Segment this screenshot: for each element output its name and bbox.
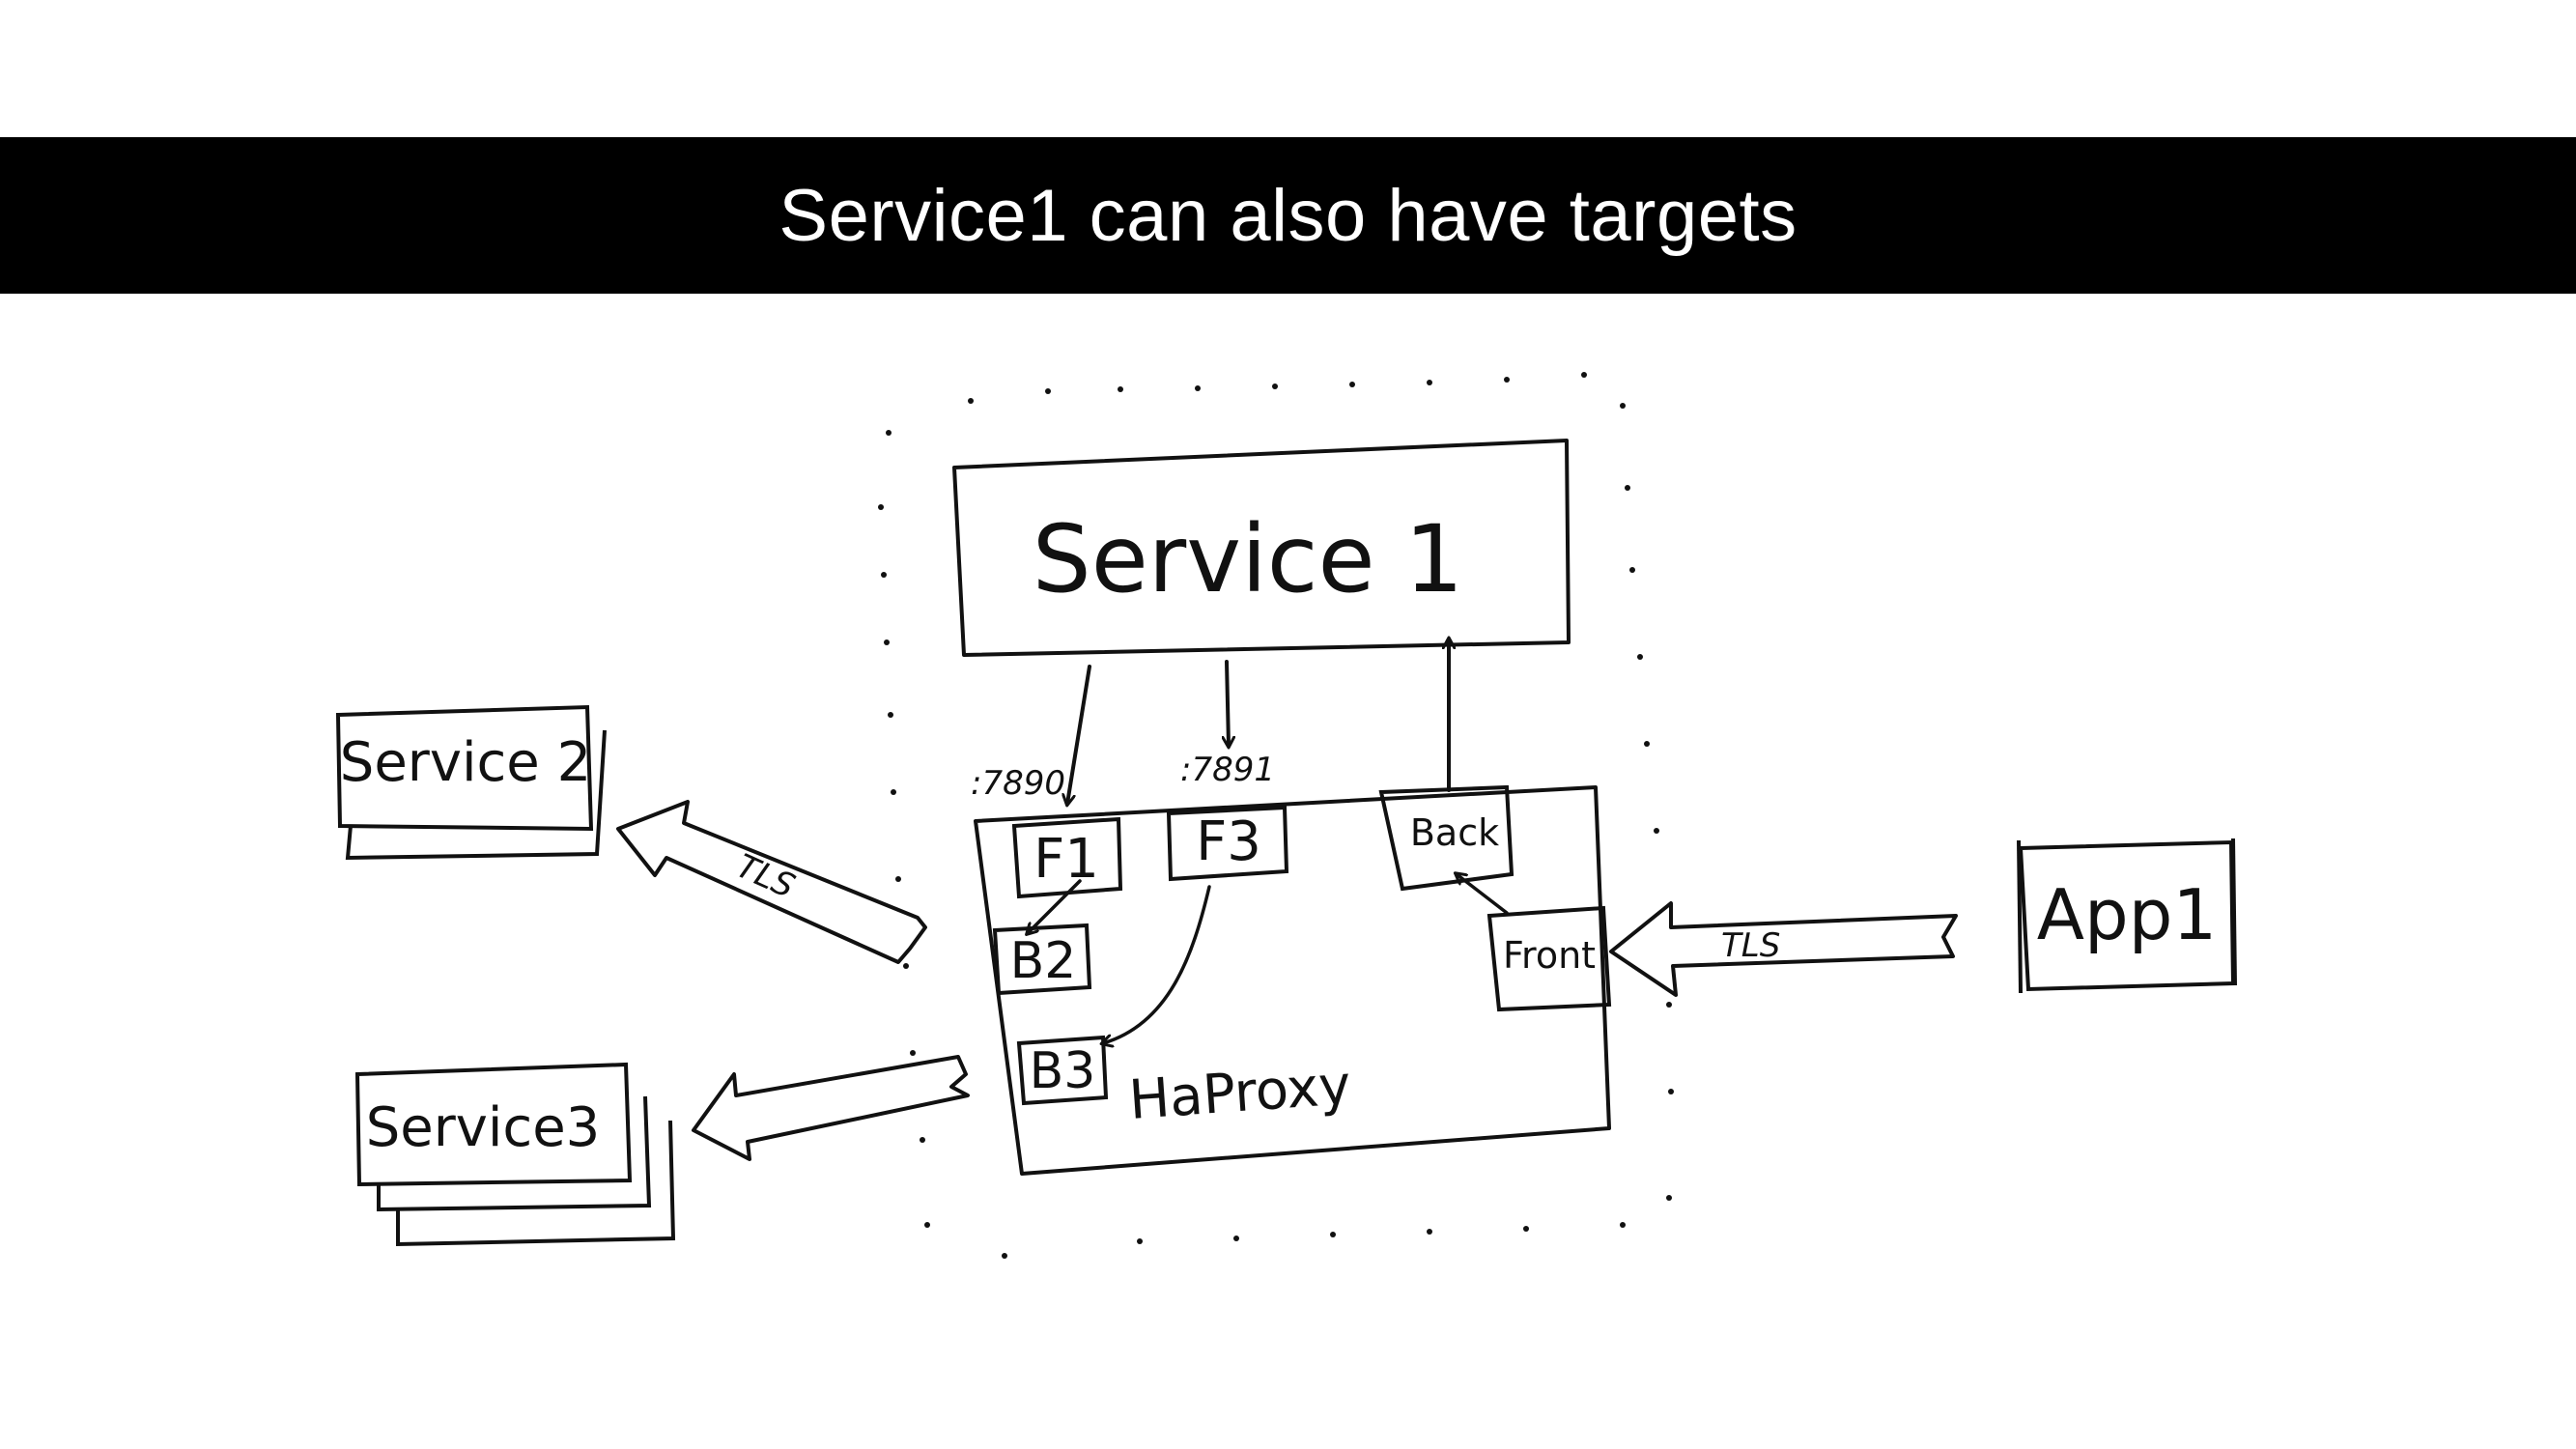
b2-backend: B2 bbox=[992, 923, 1092, 996]
port-7890-label: :7890 bbox=[971, 764, 1065, 803]
tls-right-label: TLS bbox=[1721, 926, 1780, 965]
app1-box: App1 bbox=[2017, 838, 2237, 994]
tls-arrow-to-service2: TLS bbox=[616, 800, 927, 964]
port-7891-label: :7891 bbox=[1180, 751, 1275, 789]
arrow-front-to-back bbox=[1457, 874, 1509, 915]
front-label: Front bbox=[1503, 934, 1596, 977]
service1-label: Service 1 bbox=[1033, 505, 1463, 613]
b2-label: B2 bbox=[1010, 932, 1077, 990]
front-frontend: Front bbox=[1486, 905, 1612, 1012]
arrow-f1-to-b2 bbox=[1028, 879, 1082, 933]
haproxy-box: HaProxy bbox=[974, 785, 1611, 1176]
service2-box: Service 2 bbox=[335, 704, 607, 861]
back-label: Back bbox=[1410, 811, 1499, 854]
f1-frontend: F1 bbox=[1011, 816, 1123, 899]
tls-arrow-from-app1: TLS bbox=[1609, 901, 1958, 997]
f1-label: F1 bbox=[1033, 828, 1099, 891]
f3-label: F3 bbox=[1196, 810, 1261, 873]
b3-label: B3 bbox=[1030, 1042, 1096, 1100]
f3-frontend: F3 bbox=[1166, 805, 1289, 882]
app1-label: App1 bbox=[2037, 874, 2217, 955]
title-bar: Service1 can also have targets bbox=[0, 137, 2576, 294]
arrow-to-service3 bbox=[692, 1055, 970, 1161]
service3-label: Service3 bbox=[366, 1096, 601, 1159]
b3-backend: B3 bbox=[1016, 1035, 1109, 1106]
service1-box: Service 1 bbox=[952, 439, 1571, 657]
service3-box: Service3 bbox=[354, 1062, 676, 1247]
slide-title: Service1 can also have targets bbox=[778, 174, 1798, 257]
haproxy-label: HaProxy bbox=[1127, 1054, 1353, 1132]
arrow-f3-to-b3 bbox=[1103, 885, 1211, 1043]
service2-label: Service 2 bbox=[340, 731, 591, 794]
dotted-boundary bbox=[878, 372, 1674, 1259]
back-backend: Back bbox=[1378, 784, 1514, 892]
arrow-service1-to-f1 bbox=[1067, 665, 1091, 804]
arrow-service1-to-f3 bbox=[1227, 660, 1229, 746]
